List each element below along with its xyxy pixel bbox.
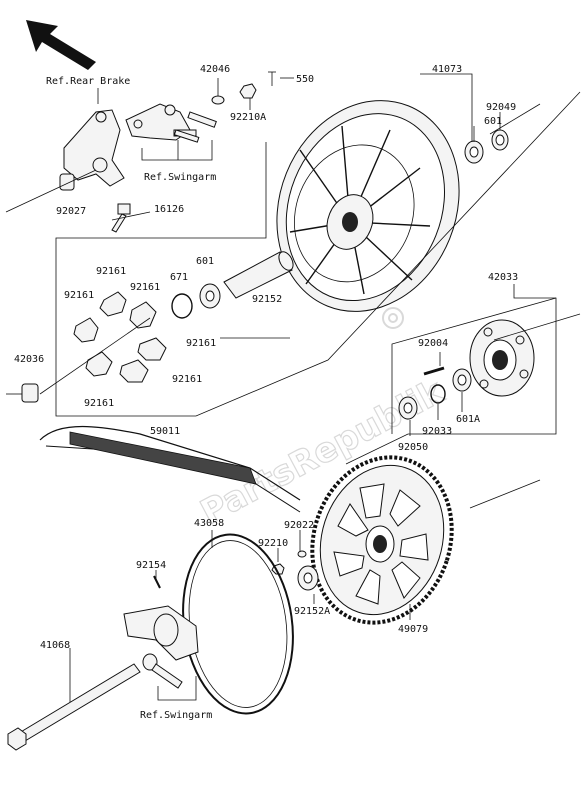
leader-lines xyxy=(5,73,581,702)
label-43058: 43058 xyxy=(194,518,224,529)
watermark-gear-icon xyxy=(382,307,404,329)
label-42036: 42036 xyxy=(14,354,44,365)
seal-92049 xyxy=(491,129,509,151)
label-601A: 601A xyxy=(456,414,480,425)
label-ref-swingarm-top: Ref.Swingarm xyxy=(144,172,216,183)
label-92161-b: 92161 xyxy=(130,282,160,293)
label-601-top: 601 xyxy=(484,116,502,127)
stud-92004 xyxy=(423,366,445,376)
label-92154: 92154 xyxy=(136,560,166,571)
sprocket-49079 xyxy=(310,455,454,625)
spacer-92152A xyxy=(297,565,319,591)
label-92022: 92022 xyxy=(284,520,314,531)
label-41068: 41068 xyxy=(40,640,70,651)
label-92161-a: 92161 xyxy=(96,266,126,277)
grease-nipple-16126 xyxy=(111,203,131,233)
label-42046: 42046 xyxy=(200,64,230,75)
front-direction-arrow-icon xyxy=(26,20,96,70)
label-550: 550 xyxy=(296,74,314,85)
label-59011: 59011 xyxy=(150,426,180,437)
label-ref-swingarm-bottom: Ref.Swingarm xyxy=(140,710,212,721)
part-labels: Ref.Rear Brake Ref.Swingarm 42046 550 41… xyxy=(14,64,518,721)
washer-92022 xyxy=(297,550,307,558)
label-92004: 92004 xyxy=(418,338,448,349)
bearing-601-left xyxy=(199,283,221,309)
rear-wheel-41073 xyxy=(276,100,460,312)
label-92049: 92049 xyxy=(486,102,516,113)
o-ring-671 xyxy=(171,293,193,319)
label-49079: 49079 xyxy=(398,624,428,635)
spacer-92152 xyxy=(223,251,294,299)
collar-42036 xyxy=(21,383,39,403)
label-92027: 92027 xyxy=(56,206,86,217)
label-92161-f: 92161 xyxy=(84,398,114,409)
damper-92161-group xyxy=(73,291,167,383)
label-41073: 41073 xyxy=(432,64,462,75)
label-92152: 92152 xyxy=(252,294,282,305)
label-92210A: 92210A xyxy=(230,112,266,123)
nut-92210A xyxy=(239,83,257,99)
coupling-42033 xyxy=(469,319,535,397)
label-92161-e: 92161 xyxy=(172,374,202,385)
pin-550 xyxy=(268,71,276,86)
label-92033: 92033 xyxy=(422,426,452,437)
label-92050: 92050 xyxy=(398,442,428,453)
chain-adjuster xyxy=(123,605,199,689)
axle-41068 xyxy=(7,663,141,751)
label-92152A: 92152A xyxy=(294,606,330,617)
washer-42046 xyxy=(211,95,225,105)
drive-belt-59011 xyxy=(39,425,301,513)
label-671: 671 xyxy=(170,272,188,283)
bearing-601-right xyxy=(464,140,484,164)
circlip-92033 xyxy=(430,384,446,404)
collar-92027 xyxy=(59,173,75,191)
label-42033: 42033 xyxy=(488,272,518,283)
bearing-601A xyxy=(452,368,472,392)
label-92161-c: 92161 xyxy=(64,290,94,301)
seal-92050 xyxy=(398,396,418,420)
label-16126: 16126 xyxy=(154,204,184,215)
label-ref-rear-brake: Ref.Rear Brake xyxy=(46,76,130,87)
bolt-92154 xyxy=(153,575,161,589)
label-92210: 92210 xyxy=(258,538,288,549)
label-601-mid: 601 xyxy=(196,256,214,267)
label-92161-d: 92161 xyxy=(186,338,216,349)
